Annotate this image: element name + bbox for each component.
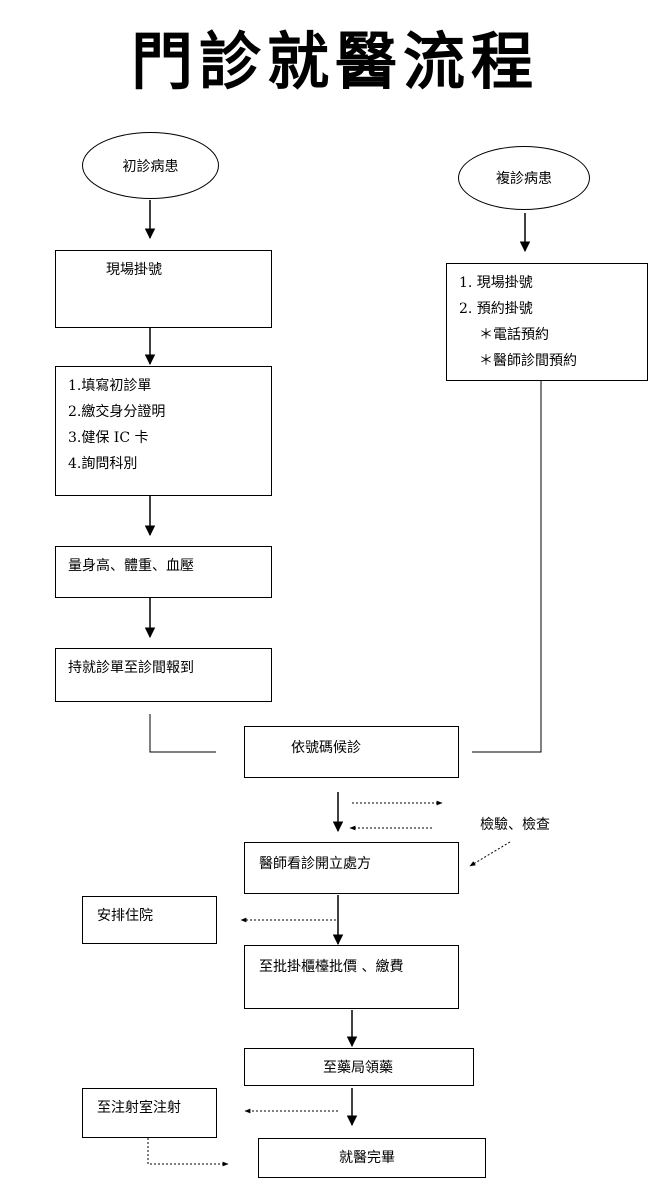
- onsite-registration-label: 現場掛號: [106, 262, 162, 278]
- dotted-exam-to-doctor: [469, 841, 511, 867]
- step-item: 3.健保 IC 卡: [68, 430, 149, 446]
- billing-box: 至批掛櫃檯批價 、繳費: [244, 945, 459, 1009]
- report-label: 持就診單至診間報到: [68, 660, 194, 676]
- waiting-box: 依號碼候診: [244, 726, 459, 778]
- step-item: 2.繳交身分證明: [68, 404, 166, 420]
- first-visit-label: 初診病患: [122, 158, 179, 175]
- completion-box: 就醫完畢: [258, 1138, 486, 1178]
- waiting-label: 依號碼候診: [291, 740, 361, 756]
- connector-right-to-wait: [472, 381, 542, 753]
- dotted-injection-to-done: [147, 1138, 229, 1167]
- onsite-registration-box: 現場掛號: [55, 250, 272, 328]
- step-item: 1.填寫初診單: [68, 378, 152, 394]
- doctor-label: 醫師看診開立處方: [259, 856, 371, 872]
- billing-label: 至批掛櫃檯批價 、繳費: [259, 959, 404, 975]
- page-title: 門診就醫流程: [130, 25, 539, 98]
- return-visit-oval: 複診病患: [458, 146, 590, 210]
- return-option: ＊電話預約: [479, 327, 549, 343]
- connector-left-to-wait: [149, 714, 216, 753]
- return-option: 1. 現場掛號: [459, 275, 533, 291]
- measurement-box: 量身高、體重、血壓: [55, 546, 272, 598]
- injection-box: 至注射室注射: [82, 1088, 217, 1138]
- return-option: 2. 預約掛號: [459, 301, 533, 317]
- first-visit-oval: 初診病患: [82, 132, 219, 199]
- return-visit-label: 複診病患: [496, 171, 552, 187]
- pharmacy-box: 至藥局領藥: [244, 1048, 474, 1086]
- doctor-box: 醫師看診開立處方: [244, 842, 459, 894]
- admission-label: 安排住院: [97, 908, 153, 924]
- admission-box: 安排住院: [82, 896, 217, 944]
- first-visit-steps-box: 1.填寫初診單 2.繳交身分證明 3.健保 IC 卡 4.詢問科別: [55, 366, 272, 496]
- injection-label: 至注射室注射: [97, 1100, 181, 1116]
- report-box: 持就診單至診間報到: [55, 648, 272, 702]
- completion-label: 就醫完畢: [339, 1150, 395, 1166]
- step-item: 4.詢問科別: [68, 456, 138, 472]
- pharmacy-label: 至藥局領藥: [323, 1060, 393, 1076]
- return-option: ＊醫師診間預約: [479, 353, 577, 369]
- exam-label: 檢驗、檢查: [480, 817, 550, 833]
- return-registration-box: 1. 現場掛號 2. 預約掛號 ＊電話預約 ＊醫師診間預約: [446, 263, 648, 381]
- measurement-label: 量身高、體重、血壓: [68, 558, 194, 574]
